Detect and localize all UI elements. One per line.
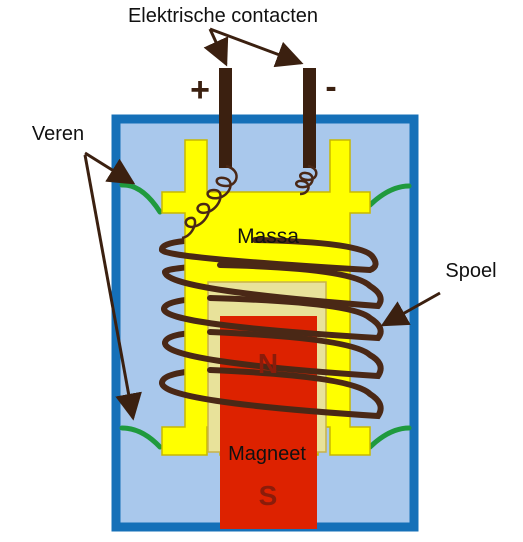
- spring-bottom-left: [119, 425, 163, 450]
- label-contacts: Elektrische contacten: [128, 5, 318, 27]
- lead-coil-right: [295, 164, 318, 196]
- arrow-spring-bottom: [83, 154, 142, 421]
- label-plus: +: [190, 71, 210, 109]
- spring-bottom-right: [367, 425, 412, 450]
- arrow-contacts-plus: [203, 28, 229, 67]
- spring-top-left: [119, 182, 163, 215]
- contact-minus: [303, 68, 316, 168]
- coil-front: [159, 237, 384, 420]
- lead-coil-left: [181, 164, 238, 240]
- springs: [119, 182, 412, 450]
- arrow-spring-top: [84, 151, 136, 185]
- arrow-coil: [380, 291, 441, 327]
- spring-top-right: [367, 183, 412, 208]
- contact-plus: [219, 68, 232, 168]
- arrow-contacts-minus: [209, 27, 304, 68]
- label-springs: Veren: [32, 123, 84, 145]
- label-south: S: [259, 480, 278, 511]
- magnet: [220, 316, 317, 529]
- arrows: [83, 27, 441, 421]
- label-minus: -: [325, 68, 336, 106]
- lead-coils: [181, 164, 318, 240]
- label-magnet: Magneet: [228, 443, 306, 465]
- label-coil: Spoel: [445, 260, 496, 282]
- label-mass: Massa: [237, 225, 299, 248]
- label-north: N: [258, 348, 278, 379]
